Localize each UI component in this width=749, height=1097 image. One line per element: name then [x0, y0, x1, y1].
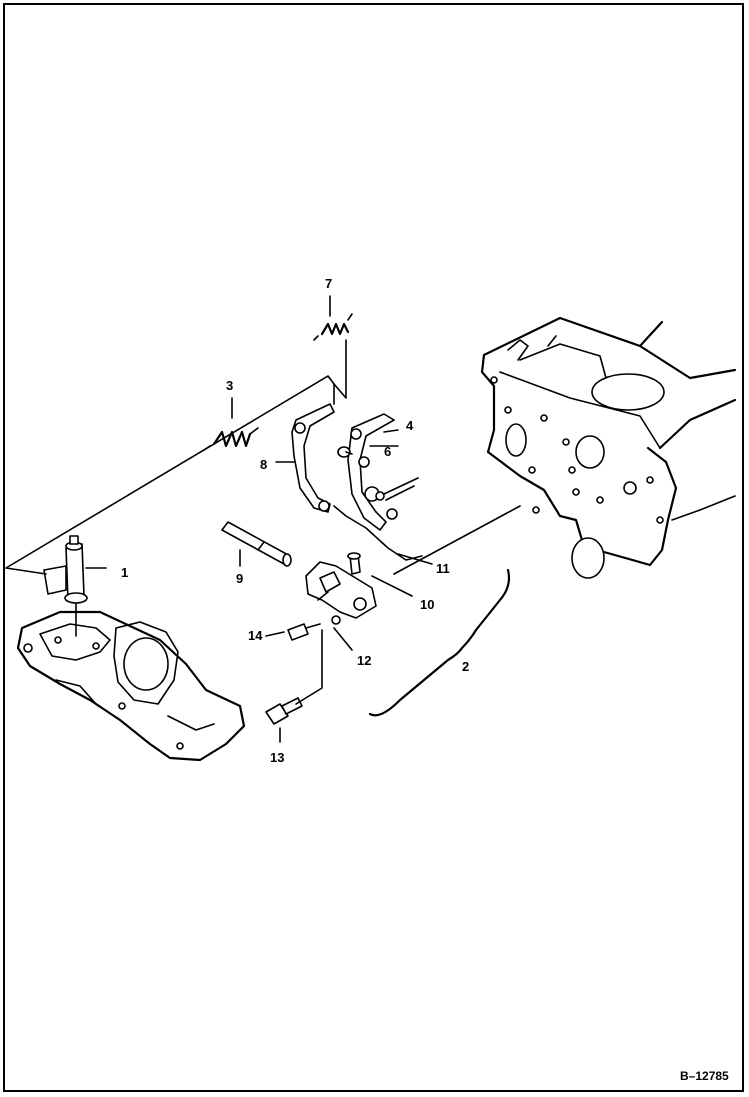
- part-1-shaft: [43, 535, 88, 637]
- leader-lines: [85, 295, 433, 743]
- drawing-border: [3, 3, 744, 1092]
- part-9-pin: [221, 521, 292, 567]
- part-8-lever: [291, 403, 335, 513]
- part-14-screw: [287, 623, 321, 641]
- callout-13: 13: [270, 750, 284, 765]
- reference-number: B–12785: [680, 1069, 729, 1083]
- callout-11: 11: [436, 561, 450, 576]
- part-11-bolt: [347, 552, 361, 575]
- callout-2-brace: [368, 568, 511, 717]
- callout-7: 7: [325, 276, 332, 291]
- part-3-spring: [203, 427, 259, 451]
- pump-housing: [16, 610, 246, 762]
- callout-1: 1: [121, 565, 128, 580]
- callout-labels: 1 2 3 4 6 7 8 9 10 11 12 13 14: [121, 276, 469, 765]
- callout-10: 10: [420, 597, 434, 612]
- callout-9: 9: [236, 571, 243, 586]
- callout-6: 6: [384, 444, 391, 459]
- part-4-lever-assembly: [337, 413, 398, 531]
- part-7-spring: [313, 313, 353, 341]
- part-13-bolt: [265, 697, 303, 725]
- callout-4: 4: [406, 418, 414, 433]
- engine-gear-case: [480, 316, 737, 579]
- part-10-bracket: [305, 561, 377, 625]
- callout-8: 8: [260, 457, 267, 472]
- callout-14: 14: [248, 628, 263, 643]
- assembly-lines: [5, 339, 521, 705]
- callout-3: 3: [226, 378, 233, 393]
- callout-12: 12: [357, 653, 371, 668]
- callout-2: 2: [462, 659, 469, 674]
